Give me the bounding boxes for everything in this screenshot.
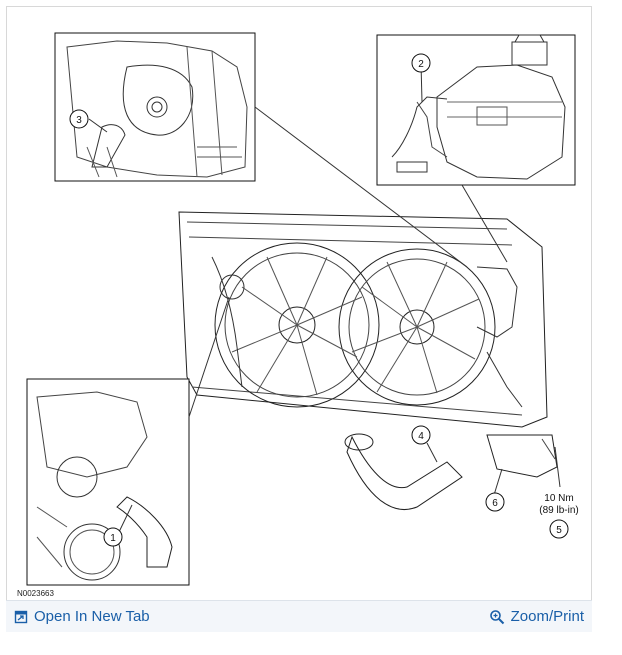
- callout-1-label: 1: [110, 533, 116, 544]
- diagram-frame: 3 2 1 4 6 5 10 Nm (89 lb-in) N0023663: [6, 6, 592, 632]
- radiator-fan-assembly: [178, 211, 548, 428]
- callout-5: [549, 519, 569, 539]
- callout-6-label: 6: [492, 498, 498, 509]
- torque-value: 10 Nm: [544, 493, 573, 504]
- callout-1: [103, 527, 123, 547]
- inset-detail-1: [26, 378, 190, 586]
- magnifier-icon: [489, 609, 505, 625]
- torque-value-imperial: (89 lb-in): [539, 505, 578, 516]
- callout-3-label: 3: [76, 115, 82, 126]
- zoom-print-label: Zoom/Print: [510, 608, 584, 625]
- callout-2: [411, 53, 431, 73]
- callout-3: [69, 109, 89, 129]
- callout-2-label: 2: [418, 59, 424, 70]
- open-in-new-tab-label: Open In New Tab: [34, 608, 150, 625]
- callout-4: [411, 425, 431, 445]
- inset-detail-3: [54, 32, 256, 182]
- figure-id: N0023663: [17, 589, 54, 598]
- bracket-6: [486, 434, 558, 478]
- callout-5-label: 5: [556, 525, 562, 536]
- zoom-print-link[interactable]: Zoom/Print: [489, 608, 584, 625]
- cooling-system-diagram: 3 2 1 4 6 5 10 Nm (89 lb-in): [26, 32, 579, 586]
- open-tab-icon: [14, 610, 28, 624]
- leader-lines: [88, 62, 561, 533]
- lower-hose-4: [344, 433, 463, 511]
- callout-6: [485, 492, 505, 512]
- image-toolbar: Open In New Tab Zoom/Print: [6, 600, 592, 632]
- callout-4-label: 4: [418, 431, 424, 442]
- open-in-new-tab-link[interactable]: Open In New Tab: [14, 608, 150, 625]
- inset-detail-2: [376, 34, 576, 186]
